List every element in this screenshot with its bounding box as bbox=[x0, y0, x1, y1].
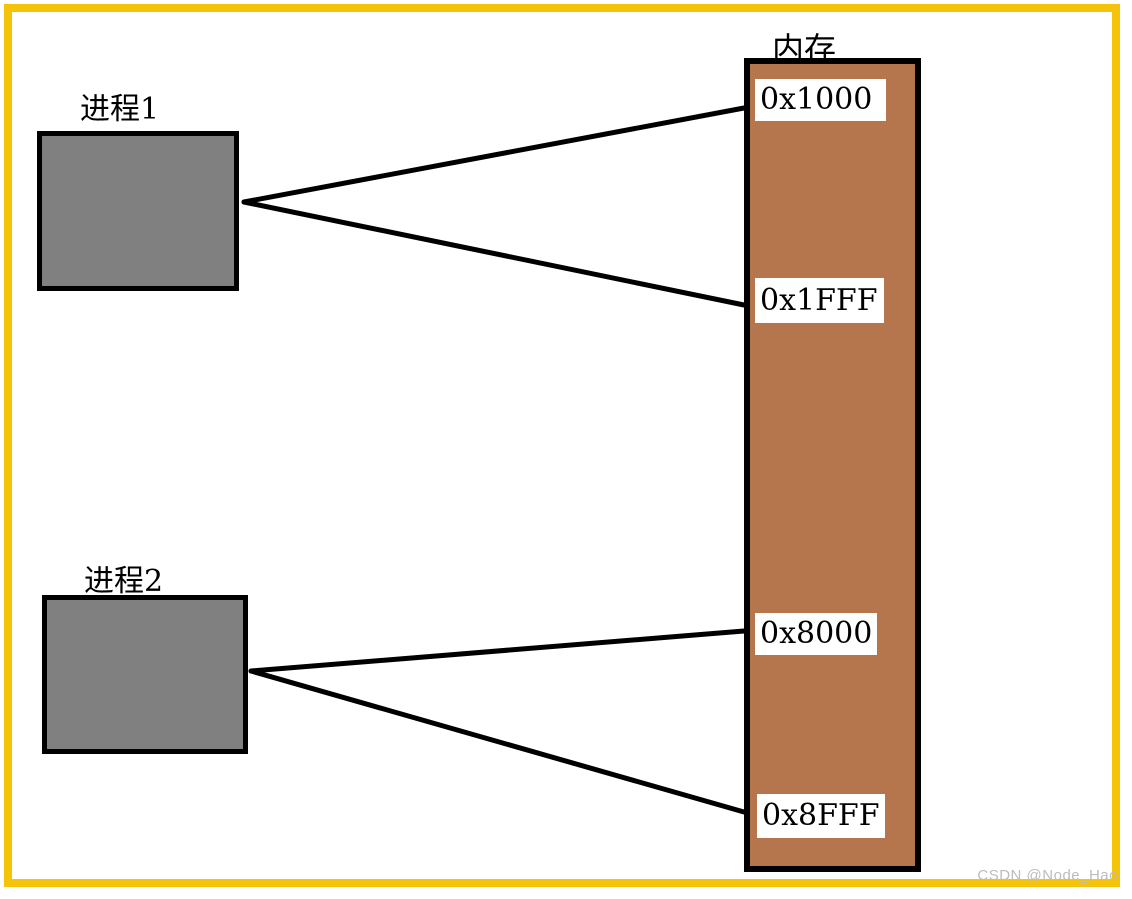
watermark: CSDN @Node_Hao bbox=[977, 867, 1118, 884]
memory-address-0x8FFF: 0x8FFF bbox=[757, 794, 885, 838]
process2-label: 进程2 bbox=[84, 564, 164, 599]
memory-address-0x1FFF: 0x1FFF bbox=[755, 278, 884, 323]
process1-label: 进程1 bbox=[80, 92, 160, 127]
memory-address-0x8000: 0x8000 bbox=[755, 613, 877, 655]
process2-box bbox=[42, 595, 248, 754]
line-process2-to-0x8FFF bbox=[248, 668, 747, 815]
line-process2-to-0x8000 bbox=[248, 628, 747, 674]
memory-box bbox=[744, 58, 921, 872]
line-process1-to-0x1FFF bbox=[241, 199, 747, 308]
memory-address-0x1000: 0x1000 bbox=[755, 79, 886, 121]
process1-box bbox=[37, 131, 239, 291]
line-process1-to-0x1000 bbox=[241, 105, 747, 205]
